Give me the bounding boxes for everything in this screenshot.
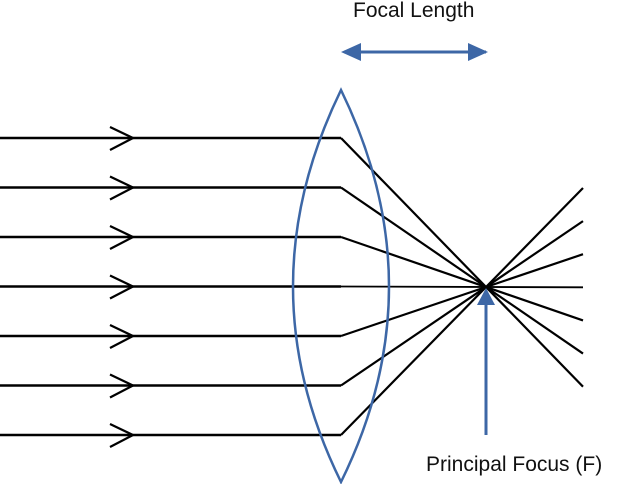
refracted-ray-7 — [340, 187, 584, 436]
ray-direction-chevron-icon — [109, 175, 136, 201]
focal-length-label: Focal Length — [353, 0, 475, 22]
ray-direction-chevron-icon — [109, 225, 136, 250]
ray-direction-chevron-icon — [109, 423, 136, 448]
principal-focus-label: Principal Focus (F) — [426, 453, 603, 476]
refracted-ray-5 — [340, 253, 584, 338]
focal-length-arrowhead-right — [468, 43, 488, 61]
refracted-ray-4 — [340, 285, 584, 289]
principal-focus-pointer — [477, 288, 495, 435]
convex-lens — [291, 87, 391, 484]
ray-direction-chevron-icon — [109, 324, 136, 349]
ray-direction-chevron-icon — [109, 126, 136, 151]
rays-group — [0, 126, 584, 448]
refracted-ray-2 — [340, 186, 584, 355]
focal-length-arrowhead-left — [341, 43, 361, 61]
ray-direction-chevron-icon — [109, 373, 136, 399]
principal-focus-arrowhead — [477, 288, 495, 305]
refracted-ray-1 — [340, 137, 584, 388]
refracted-ray-6 — [340, 220, 584, 387]
focal-length-arrow — [341, 43, 488, 61]
refracted-ray-3 — [340, 235, 584, 322]
ray-direction-chevron-icon — [109, 274, 136, 300]
